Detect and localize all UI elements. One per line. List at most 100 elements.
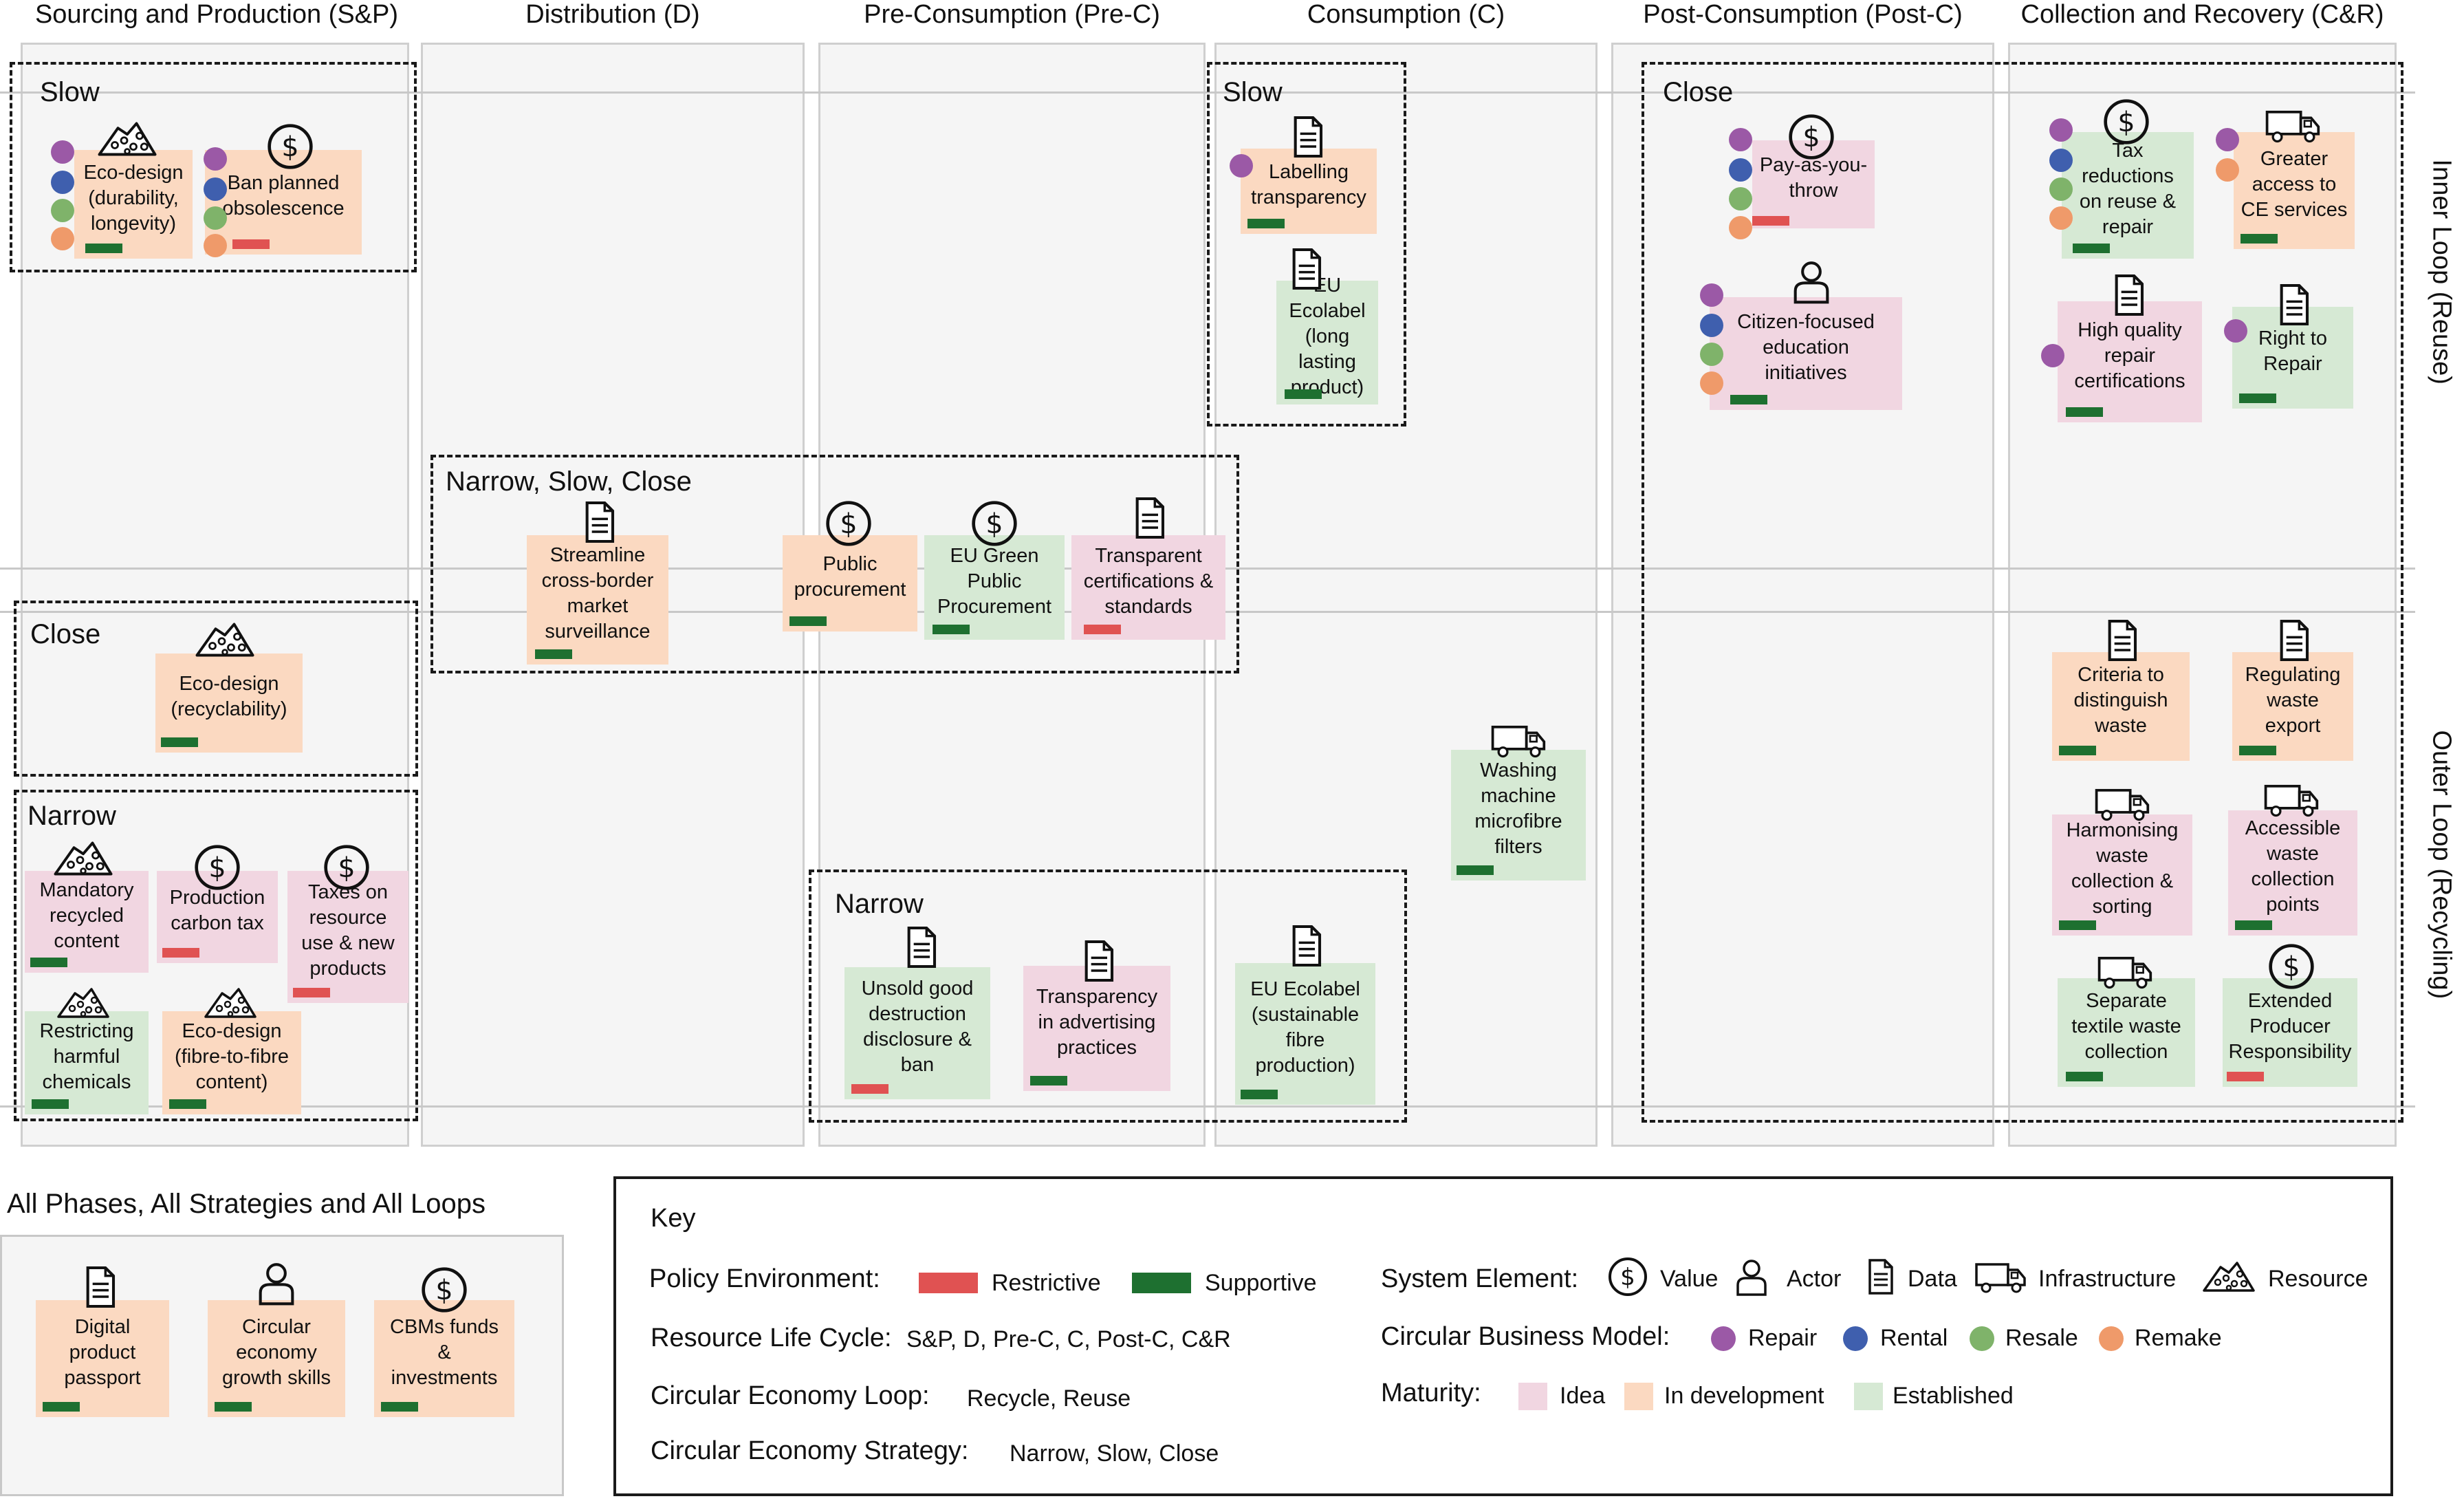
all-phases-title: All Phases, All Strategies and All Loops (7, 1189, 486, 1219)
policy-supportive (2235, 920, 2272, 930)
policy-supportive (1030, 1076, 1067, 1086)
card-regulating-export: Regulating waste export (2232, 652, 2353, 761)
phase-title-sp: Sourcing and Production (S&P) (34, 0, 399, 29)
card-citizen-education: Citizen-focused education initiatives (1710, 297, 1902, 410)
phase-title-post-consumption: Post-Consumption (Post-C) (1643, 0, 1963, 29)
card-label: Labelling transparency (1251, 161, 1366, 208)
card-label: Harmonising waste collection & sorting (2066, 819, 2179, 918)
card-tax-reductions: Tax reductions on reuse & repair (2062, 132, 2194, 259)
card-label: Unsold good destruction disclosure & ban (861, 978, 974, 1076)
data-icon (1279, 922, 1331, 970)
policy-supportive (2241, 234, 2278, 244)
card-label: Right to Repair (2258, 327, 2327, 375)
group-postc-close-title: Close (1663, 77, 1734, 107)
key-resource: Resource (2268, 1266, 2368, 1292)
group-c-slow-title: Slow (1223, 77, 1283, 107)
policy-restrictive (232, 239, 270, 249)
policy-supportive (2239, 393, 2276, 403)
key-value: Value (1660, 1266, 1719, 1292)
card-criteria-waste: Criteria to distinguish waste (2052, 652, 2190, 761)
card-transparency-advertising: Transparency in advertising practices (1023, 966, 1170, 1091)
dot-repair (2216, 128, 2239, 151)
key-loop-label: Circular Economy Loop: (651, 1381, 930, 1410)
infrastructure-icon (2092, 781, 2154, 825)
data-icon (2102, 271, 2154, 319)
resource-icon (52, 835, 114, 882)
policy-supportive (30, 958, 67, 967)
card-label: Washing machine microfibre filters (1474, 759, 1562, 858)
dot-repair (1711, 1326, 1736, 1351)
card-production-carbon-tax: Production carbon tax (157, 871, 278, 963)
card-pay-as-you-throw: Pay-as-you- throw (1752, 140, 1875, 228)
dot-rental (1700, 314, 1723, 337)
card-greater-access: Greater access to CE services (2234, 132, 2355, 249)
dot-remake (51, 227, 74, 250)
card-label: Greater access to CE services (2241, 147, 2348, 221)
card-taxes-resource: Taxes on resource use & new products (287, 871, 408, 1003)
card-streamline: Streamline cross-border market surveilla… (527, 535, 668, 665)
inner-loop-label: Inner Loop (Reuse) (2427, 159, 2456, 385)
dot-rental (1843, 1326, 1868, 1351)
card-public-procurement: Public procurement (783, 535, 917, 631)
policy-supportive (215, 1402, 252, 1412)
policy-supportive (2066, 1072, 2103, 1081)
policy-supportive (161, 737, 198, 747)
policy-restrictive (1752, 216, 1789, 226)
dot-repair (204, 147, 227, 171)
actor-icon (250, 1259, 303, 1307)
card-label: EU Ecolabel (long lasting product) (1289, 274, 1366, 398)
card-label: Citizen-focused education initiatives (1737, 310, 1875, 384)
dot-resale (51, 199, 74, 222)
card-accessible-points: Accessible waste collection points (2228, 810, 2357, 936)
policy-supportive (2059, 746, 2096, 755)
card-labelling: Labelling transparency (1241, 149, 1377, 234)
card-label: Accessible waste collection points (2245, 817, 2341, 916)
value-icon (1605, 1256, 1650, 1297)
key-established: Established (1893, 1383, 2014, 1409)
key-box (613, 1176, 2393, 1496)
card-hq-repair: High quality repair certifications (2058, 301, 2202, 422)
phase-title-distribution: Distribution (D) (525, 0, 700, 29)
data-icon (1122, 494, 1175, 542)
dot-repair (1700, 283, 1723, 307)
dot-remake (2216, 158, 2239, 182)
data-icon (1279, 245, 1331, 293)
card-eu-gpp: EU Green Public Procurement (924, 535, 1065, 640)
dot-remake (204, 234, 227, 257)
actor-icon (1785, 257, 1838, 305)
key-repair: Repair (1748, 1325, 1818, 1351)
policy-supportive (2066, 407, 2103, 417)
key-remake: Remake (2135, 1325, 2222, 1351)
key-lifecycle-values: S&P, D, Pre-C, C, Post-C, C&R (906, 1326, 1231, 1352)
policy-supportive (85, 244, 122, 253)
dot-repair (2224, 319, 2247, 343)
card-label: CBMs funds & investments (390, 1315, 499, 1389)
resource-icon (199, 982, 261, 1024)
value-icon (320, 843, 373, 892)
card-label: EU Ecolabel (sustainable fibre productio… (1250, 978, 1360, 1077)
policy-supportive (32, 1099, 69, 1109)
key-strategy-label: Circular Economy Strategy: (651, 1436, 969, 1465)
data-icon (73, 1263, 125, 1311)
policy-supportive (1457, 865, 1494, 875)
policy-supportive (2059, 920, 2096, 930)
group-sp-slow (10, 62, 417, 272)
card-label: Mandatory recycled content (39, 878, 134, 952)
key-cbm-label: Circular Business Model: (1381, 1322, 1670, 1351)
group-postc-close (1642, 62, 2403, 1123)
value-icon (264, 122, 316, 171)
dot-repair (1230, 154, 1253, 177)
card-label: Regulating waste export (2245, 663, 2341, 737)
card-label: EU Green Public Procurement (937, 544, 1051, 618)
card-harmonising: Harmonising waste collection & sorting (2052, 814, 2192, 936)
group-sp-close-title: Close (30, 619, 101, 649)
card-label: Taxes on resource use & new products (301, 881, 395, 980)
infrastructure-icon (2095, 949, 2157, 993)
card-ecodesign-fibre: Eco-design (fibre-to-fibre content) (162, 1011, 301, 1114)
infrastructure-icon (1974, 1256, 2029, 1297)
key-policy-label: Policy Environment: (649, 1264, 880, 1293)
phase-title-collection-recovery: Collection and Recovery (C&R) (2020, 0, 2384, 29)
card-eu-ecolabel-long: EU Ecolabel (long lasting product) (1276, 274, 1378, 404)
card-epr: Extended Producer Responsibility (2223, 978, 2357, 1087)
card-restricting-chemicals: Restricting harmful chemicals (25, 1011, 149, 1114)
